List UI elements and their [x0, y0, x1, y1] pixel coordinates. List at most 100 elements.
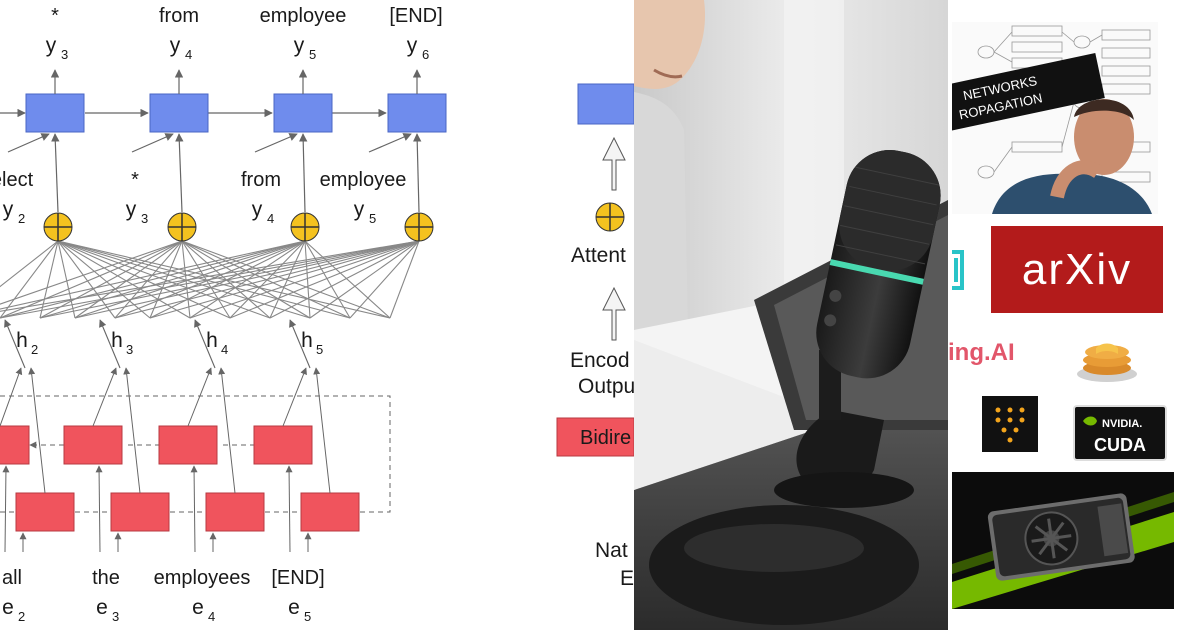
svg-text:employee: employee	[320, 169, 407, 191]
pancake-icon	[1074, 330, 1140, 386]
dotted-matrix-logo	[982, 396, 1038, 452]
svg-text:3: 3	[112, 609, 119, 624]
svg-text:from: from	[241, 169, 281, 191]
svg-text:y: y	[294, 34, 305, 57]
decoder-cell	[273, 93, 333, 133]
encoder-backward-cell	[158, 425, 218, 465]
encoder-forward-cell	[300, 492, 360, 532]
svg-text:5: 5	[304, 609, 311, 624]
svg-text:Outpu: Outpu	[578, 375, 635, 398]
decoder-cell	[25, 93, 85, 133]
svg-text:3: 3	[126, 342, 133, 357]
nvidia-cuda-badge: NVIDIA. CUDA	[1073, 405, 1167, 461]
attention-sum-node	[167, 212, 197, 242]
gpu-card-image	[952, 472, 1174, 609]
svg-text:h: h	[206, 329, 218, 352]
svg-text:e: e	[2, 596, 14, 619]
partial-bracket-logo	[948, 248, 968, 292]
svg-text:2: 2	[18, 609, 25, 624]
encoder-backward-cell	[253, 425, 313, 465]
svg-text:y: y	[407, 34, 418, 57]
arxiv-logo: arXiv	[991, 226, 1163, 313]
encoder-backward-cell	[63, 425, 123, 465]
svg-text:5: 5	[316, 342, 323, 357]
backprop-banner: NETWORKS ROPAGATION	[952, 52, 1105, 132]
svg-text:y: y	[126, 198, 137, 221]
svg-text:h: h	[301, 329, 313, 352]
svg-text:E: E	[620, 567, 634, 590]
svg-text:2: 2	[18, 211, 25, 226]
svg-text:4: 4	[185, 47, 192, 62]
svg-text:*: *	[51, 5, 59, 27]
svg-text:e: e	[192, 596, 204, 619]
svg-text:e: e	[288, 596, 300, 619]
svg-text:2: 2	[31, 342, 38, 357]
svg-text:e: e	[96, 596, 108, 619]
encoder-forward-cell	[205, 492, 265, 532]
decoder-input-label: elect y2	[0, 169, 34, 226]
svg-text:4: 4	[208, 609, 215, 624]
svg-text:y: y	[3, 198, 14, 221]
svg-text:arXiv: arXiv	[1022, 245, 1132, 294]
decoder-cell	[149, 93, 209, 133]
svg-text:from: from	[159, 5, 199, 27]
attention-sum-node	[43, 212, 73, 242]
svg-text:NVIDIA.: NVIDIA.	[1102, 418, 1142, 430]
presenter-head	[1074, 99, 1134, 175]
topic-collage: NETWORKS ROPAGATION arXiv ing.AI	[948, 0, 1200, 630]
schematic-encoder-output-label: Encod	[570, 349, 630, 372]
encoder-forward-cell	[15, 492, 75, 532]
backprop-thumbnail: NETWORKS ROPAGATION	[952, 22, 1158, 214]
svg-text:y: y	[46, 34, 57, 57]
schematic-input-label: Nat	[595, 539, 628, 562]
svg-text:y: y	[170, 34, 181, 57]
svg-text:*: *	[131, 169, 139, 191]
decoder-cell	[387, 93, 447, 133]
encoder-forward-cell	[110, 492, 170, 532]
attention-connections	[0, 240, 420, 369]
svg-text:all: all	[2, 567, 22, 589]
schematic-attention-label: Attent	[571, 244, 626, 267]
svg-text:h: h	[16, 329, 28, 352]
svg-text:CUDA: CUDA	[1094, 435, 1146, 455]
svg-text:[END]: [END]	[389, 5, 442, 27]
svg-text:4: 4	[267, 211, 274, 226]
svg-text:4: 4	[221, 342, 228, 357]
svg-text:elect: elect	[0, 169, 34, 191]
attention-sum-node	[404, 212, 434, 242]
svg-text:employee: employee	[260, 5, 347, 27]
encoder-backward-cell	[0, 425, 30, 465]
svg-text:ing.AI: ing.AI	[948, 339, 1015, 366]
architecture-schematic: Attent Encod Outpu Bidire Nat E	[556, 83, 635, 590]
schematic-decoder-cell	[577, 83, 635, 125]
schematic-bidirectional-label: Bidire	[580, 427, 631, 449]
svg-text:[END]: [END]	[271, 567, 324, 589]
svg-text:3: 3	[141, 211, 148, 226]
svg-text:h: h	[111, 329, 123, 352]
svg-text:the: the	[92, 567, 120, 589]
gpu-card	[987, 493, 1135, 581]
schematic-up-arrow-1	[602, 136, 626, 191]
microphone-photo	[634, 0, 948, 630]
svg-text:5: 5	[369, 211, 376, 226]
svg-text:y: y	[354, 198, 365, 221]
microphone	[816, 149, 941, 379]
schematic-up-arrow-2	[602, 286, 626, 341]
svg-text:6: 6	[422, 47, 429, 62]
huggingface-text: ing.AI	[948, 332, 1028, 372]
mic-led-ring	[829, 259, 924, 285]
attention-sum-node	[290, 212, 320, 242]
